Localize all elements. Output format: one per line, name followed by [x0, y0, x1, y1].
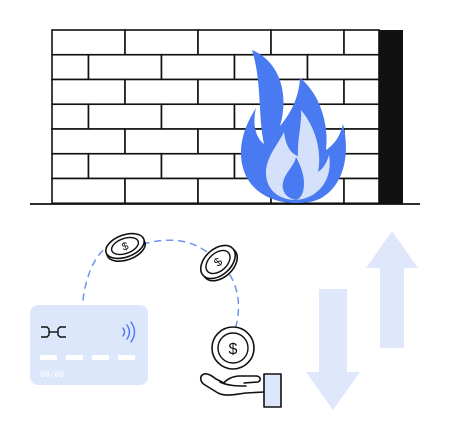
brick: [197, 29, 272, 56]
contactless-icon: [122, 321, 136, 343]
brick: [343, 128, 380, 155]
brick: [87, 152, 163, 180]
brick: [87, 103, 163, 130]
brick: [51, 103, 90, 130]
arrow-up-icon: [366, 231, 418, 348]
brick: [270, 29, 345, 56]
brick: [343, 29, 380, 56]
brick: [124, 78, 199, 106]
dollar-coin-icon: $: [199, 244, 239, 282]
brick: [124, 29, 199, 56]
brick: [87, 53, 163, 81]
card-number-blocks: [40, 355, 135, 360]
brick: [51, 177, 126, 205]
card-expiry-text: 00/00: [40, 370, 64, 379]
hand-cuff: [263, 373, 282, 408]
brick: [160, 152, 236, 180]
brick: [306, 53, 380, 81]
brick: [51, 53, 90, 81]
dollar-coin-icon: $: [105, 232, 146, 263]
brick: [124, 128, 199, 155]
wall-end-post: [379, 30, 403, 204]
coin-symbol: $: [120, 240, 130, 253]
dollar-coin-icon: $: [211, 326, 255, 370]
fire-flame-icon: [240, 50, 346, 203]
open-hand-icon: [199, 373, 282, 408]
brick: [160, 53, 236, 81]
brick: [160, 103, 236, 130]
brick: [343, 177, 380, 205]
brick: [51, 152, 90, 180]
card-chip-icon: [41, 326, 66, 338]
arrow-down-icon: [306, 289, 360, 410]
brick: [51, 78, 126, 106]
brick: [51, 128, 126, 155]
credit-card-icon: 00/00: [30, 305, 148, 385]
coin-symbol: $: [229, 341, 238, 358]
brick: [51, 29, 126, 56]
brick: [124, 177, 199, 205]
brick: [343, 78, 380, 106]
